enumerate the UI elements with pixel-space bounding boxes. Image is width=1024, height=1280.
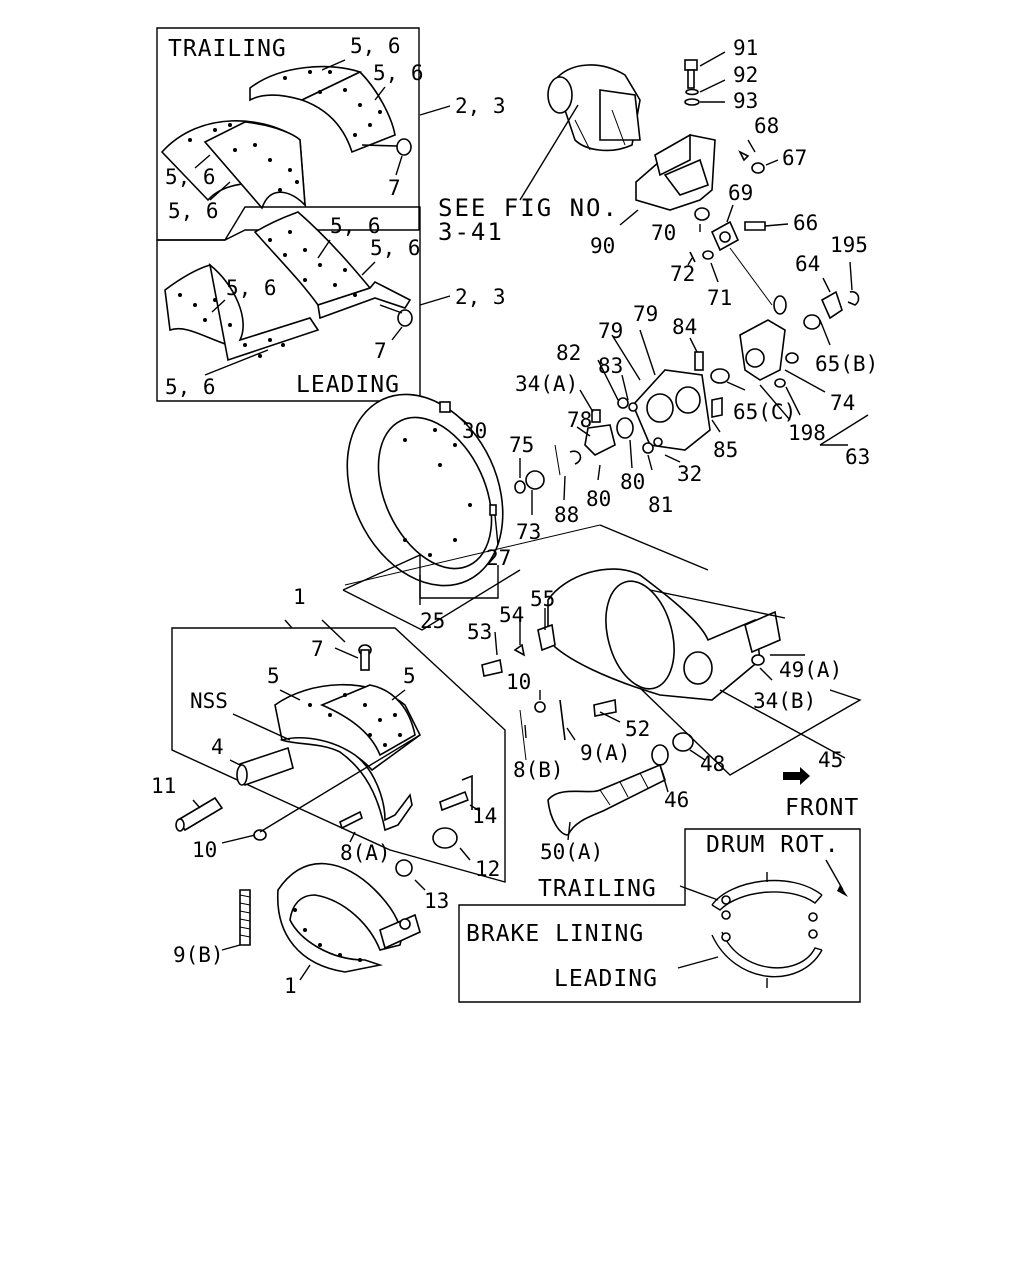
callout-1-top: 1 [293, 585, 306, 609]
callout-65b: 65(B) [815, 352, 878, 376]
callout-67: 67 [782, 146, 807, 170]
callout-30: 30 [462, 419, 487, 443]
callout-90: 90 [590, 234, 615, 258]
adapter-plate-cluster [514, 329, 723, 515]
callout-8b: 8(B) [513, 758, 564, 782]
callout-trailing-5-6-bottom: 5, 6 [168, 199, 219, 223]
callout-34b: 34(B) [753, 689, 816, 713]
callout-leading-5-6-mid: 5, 6 [226, 276, 277, 300]
callout-84: 84 [672, 315, 697, 339]
callout-198: 198 [788, 421, 826, 445]
callout-trailing-2-3: 2, 3 [455, 94, 506, 118]
spider-and-camshaft: FRONT [344, 524, 862, 841]
callout-10-upper: 10 [506, 670, 531, 694]
callout-74: 74 [830, 391, 855, 415]
callout-195: 195 [830, 233, 868, 257]
callout-64: 64 [795, 252, 820, 276]
callout-79-right: 79 [633, 302, 658, 326]
callout-55: 55 [530, 587, 555, 611]
callout-50a: 50(A) [540, 840, 603, 864]
callout-leading-5-6-bottom: 5, 6 [165, 375, 216, 399]
callout-5-right: 5 [403, 664, 416, 688]
callout-52: 52 [625, 717, 650, 741]
callout-leading-2-3: 2, 3 [455, 285, 506, 309]
callout-71: 71 [707, 286, 732, 310]
callout-54: 54 [499, 603, 524, 627]
callout-65c: 65(C) [733, 400, 796, 424]
trailing-inset-title: TRAILING [168, 36, 287, 62]
callout-leading-7: 7 [374, 339, 387, 363]
callout-nss: NSS [190, 689, 228, 713]
callout-83: 83 [598, 354, 623, 378]
callout-49a: 49(A) [779, 658, 842, 682]
callout-48: 48 [700, 752, 725, 776]
front-arrow-icon [783, 767, 810, 785]
callout-leading-5-6-right: 5, 6 [370, 236, 421, 260]
callout-92: 92 [733, 63, 758, 87]
callout-32: 32 [677, 462, 702, 486]
air-chamber-assembly: SEE FIG NO. 3-41 [438, 51, 789, 306]
callout-80-left: 80 [586, 487, 611, 511]
front-label: FRONT [785, 795, 859, 821]
leading-inset-title: LEADING [296, 372, 400, 398]
callout-14: 14 [472, 804, 497, 828]
callout-trailing-5-6-left: 5, 6 [165, 165, 216, 189]
slack-adjuster-cluster [710, 261, 869, 446]
callout-75: 75 [509, 433, 534, 457]
callout-70: 70 [651, 221, 676, 245]
callout-68: 68 [754, 114, 779, 138]
callout-25: 25 [420, 609, 445, 633]
callout-88: 88 [554, 503, 579, 527]
callout-trailing-7: 7 [388, 176, 401, 200]
callout-63: 63 [845, 445, 870, 469]
callout-46: 46 [664, 788, 689, 812]
callout-93: 93 [733, 89, 758, 113]
callout-53: 53 [467, 620, 492, 644]
drum-rotation-legend: DRUM ROT. TRAILING BRAKE LINING LEADING [458, 828, 861, 1003]
callout-69: 69 [728, 181, 753, 205]
legend-drum-rot: DRUM ROT. [706, 832, 840, 858]
callout-8a: 8(A) [340, 841, 391, 865]
callout-trailing-5-6-top: 5, 6 [350, 34, 401, 58]
trailing-lining-inset: TRAILING 5, 6 5, 6 5, 6 5, 6 2, 3 7 [156, 27, 506, 241]
callout-66: 66 [793, 211, 818, 235]
callout-79-left: 79 [598, 319, 623, 343]
callout-82: 82 [556, 341, 581, 365]
see-fig-line2: 3-41 [438, 218, 504, 246]
callout-leading-5-6-top: 5, 6 [330, 214, 381, 238]
callout-12: 12 [475, 857, 500, 881]
legend-trailing: TRAILING [538, 876, 657, 902]
callout-72: 72 [670, 262, 695, 286]
callout-5-left: 5 [267, 664, 280, 688]
callout-7: 7 [311, 637, 324, 661]
callout-34a: 34(A) [515, 372, 578, 396]
callout-11: 11 [151, 774, 176, 798]
callout-labels: 91 92 93 68 67 69 66 90 70 72 71 195 64 … [151, 36, 878, 998]
legend-leading: LEADING [554, 966, 658, 992]
callout-73: 73 [516, 520, 541, 544]
callout-1-bottom: 1 [284, 974, 297, 998]
brake-shoe-assembly [171, 619, 506, 981]
callout-81: 81 [648, 493, 673, 517]
leading-lining-inset: LEADING 5, 6 5, 6 5, 6 5, 6 2, 3 7 [156, 206, 506, 402]
callout-trailing-5-6-right: 5, 6 [373, 61, 424, 85]
callout-85: 85 [713, 438, 738, 462]
callout-27: 27 [486, 546, 511, 570]
see-fig-line1: SEE FIG NO. [438, 194, 619, 222]
callout-78: 78 [567, 408, 592, 432]
dust-shield [342, 393, 521, 631]
callout-80-right: 80 [620, 470, 645, 494]
callout-9b: 9(B) [173, 943, 224, 967]
callout-4: 4 [211, 735, 224, 759]
callout-10-lower: 10 [192, 838, 217, 862]
callout-13: 13 [424, 889, 449, 913]
legend-brake-lining: BRAKE LINING [466, 921, 644, 947]
callout-45: 45 [818, 748, 843, 772]
callout-9a: 9(A) [580, 741, 631, 765]
callout-91: 91 [733, 36, 758, 60]
